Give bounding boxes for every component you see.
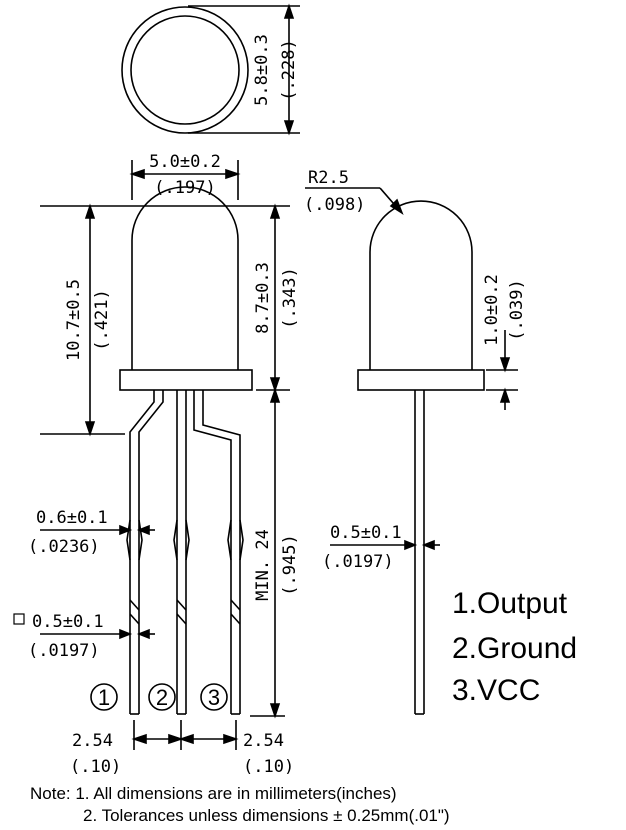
total-height-inch: (.421) xyxy=(92,289,112,350)
lead-width-front-inch: (.0236) xyxy=(28,537,100,557)
pin-number-2: 2 xyxy=(156,685,168,710)
front-dimension-lines xyxy=(40,160,290,750)
total-height-label: 10.7±0.5 xyxy=(64,279,84,361)
note-tolerances: 2. Tolerances unless dimensions ± 0.25mm… xyxy=(83,806,450,825)
lead-length-label: MIN. 24 xyxy=(253,529,273,601)
body-width-label: 5.0±0.2 xyxy=(149,152,221,172)
side-view xyxy=(305,187,518,715)
flange-label: 1.0±0.2 xyxy=(482,274,502,346)
dome-height-inch: (.343) xyxy=(280,267,300,328)
pitch-right-inch: (.10) xyxy=(243,757,294,777)
pin-number-1: 1 xyxy=(98,685,110,710)
pin-number-3: 3 xyxy=(208,685,220,710)
flange-inch: (.039) xyxy=(507,279,527,340)
pin-label-output: 1.Output xyxy=(452,587,568,620)
radius-label: R2.5 xyxy=(308,168,349,188)
note-dimensions: Note: 1. All dimensions are in millimete… xyxy=(30,784,397,803)
pitch-left-label: 2.54 xyxy=(72,731,113,751)
lead-width-side-label: 0.5±0.1 xyxy=(330,523,402,543)
lead-length-inch: (.945) xyxy=(280,534,300,595)
pitch-left-inch: (.10) xyxy=(70,757,121,777)
lead-width-front-label: 0.6±0.1 xyxy=(36,508,108,528)
lead-square-label: 0.5±0.1 xyxy=(32,612,104,632)
body-width-inch: (.197) xyxy=(154,178,215,198)
dome-height-label: 8.7±0.3 xyxy=(253,262,273,334)
front-body xyxy=(119,186,253,391)
pin-label-ground: 2.Ground xyxy=(452,632,577,665)
pitch-right-label: 2.54 xyxy=(243,731,284,751)
top-diameter-inch: (.228) xyxy=(279,39,299,100)
front-leads xyxy=(126,390,244,715)
pin-label-vcc: 3.VCC xyxy=(452,674,540,707)
top-view xyxy=(121,3,300,136)
radius-inch: (.098) xyxy=(304,195,365,215)
square-symbol xyxy=(13,613,25,625)
lead-square-inch: (.0197) xyxy=(28,641,100,661)
top-diameter-label: 5.8±0.3 xyxy=(252,34,272,106)
lead-width-side-inch: (.0197) xyxy=(322,552,394,572)
